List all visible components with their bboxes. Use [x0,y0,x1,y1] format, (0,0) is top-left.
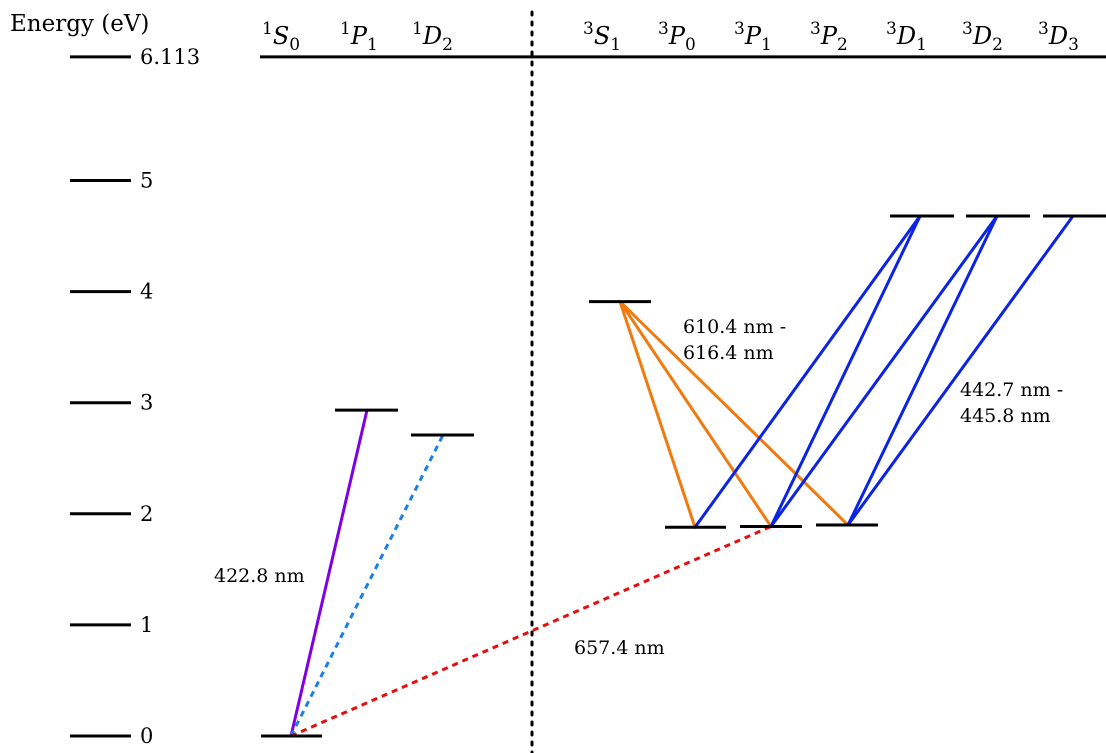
transition-1S0-1D2 [289,434,445,737]
triplet-term-3: 3P2 [810,19,848,55]
triplet-term-4: 3D1 [886,19,927,55]
transition-3D2-3P1 [769,214,999,528]
triplet-term-6: 3D3 [1038,19,1079,55]
label-442-7nm: 442.7 nm - [960,379,1063,401]
transition-3D2-3P2 [846,214,999,527]
tick-label-5: 5 [140,169,153,193]
label-616-4nm: 616.4 nm [683,342,774,364]
triplet-term-1: 3P0 [658,19,696,55]
tick-label-0: 0 [140,724,153,748]
label-445-8nm: 445.8 nm [960,405,1051,427]
transition-3S1-3P2 [618,300,850,527]
transition-1S0-1P1 [289,408,369,738]
transition-3D1-3P1 [769,214,922,528]
triplet-term-0: 3S1 [583,19,621,55]
tick-label-2: 2 [140,502,153,526]
label-422-8nm: 422.8 nm [214,565,305,587]
triplet-term-2: 3P1 [734,19,772,55]
axis-title: Energy (eV) [10,11,149,37]
transition-3S1-3P1 [618,300,773,528]
tick-label-6-113: 6.113 [140,45,200,69]
transition-3S1-3P0 [618,300,697,529]
energy-levels [261,214,1106,738]
label-657-4nm: 657.4 nm [574,637,665,659]
tick-label-4: 4 [140,280,153,304]
singlet-term-1: 1P1 [340,19,378,55]
transition-3D1-3P0 [693,214,922,529]
triplet-term-5: 3D2 [962,19,1003,55]
singlet-term-2: 1D2 [412,19,453,55]
tick-label-1: 1 [140,613,153,637]
singlet-term-0: 1S0 [262,19,300,55]
transition-3D3-3P2 [846,214,1075,527]
label-610-4nm: 610.4 nm - [683,316,786,338]
term-headers: 1S0 1P1 1D2 3S1 3P0 3P1 3P2 3D1 3D2 3D3 [262,19,1079,55]
energy-axis-ticks: 0 1 2 3 4 5 6.113 [70,45,200,748]
transitions [289,214,1075,738]
tick-label-3: 3 [140,391,153,415]
